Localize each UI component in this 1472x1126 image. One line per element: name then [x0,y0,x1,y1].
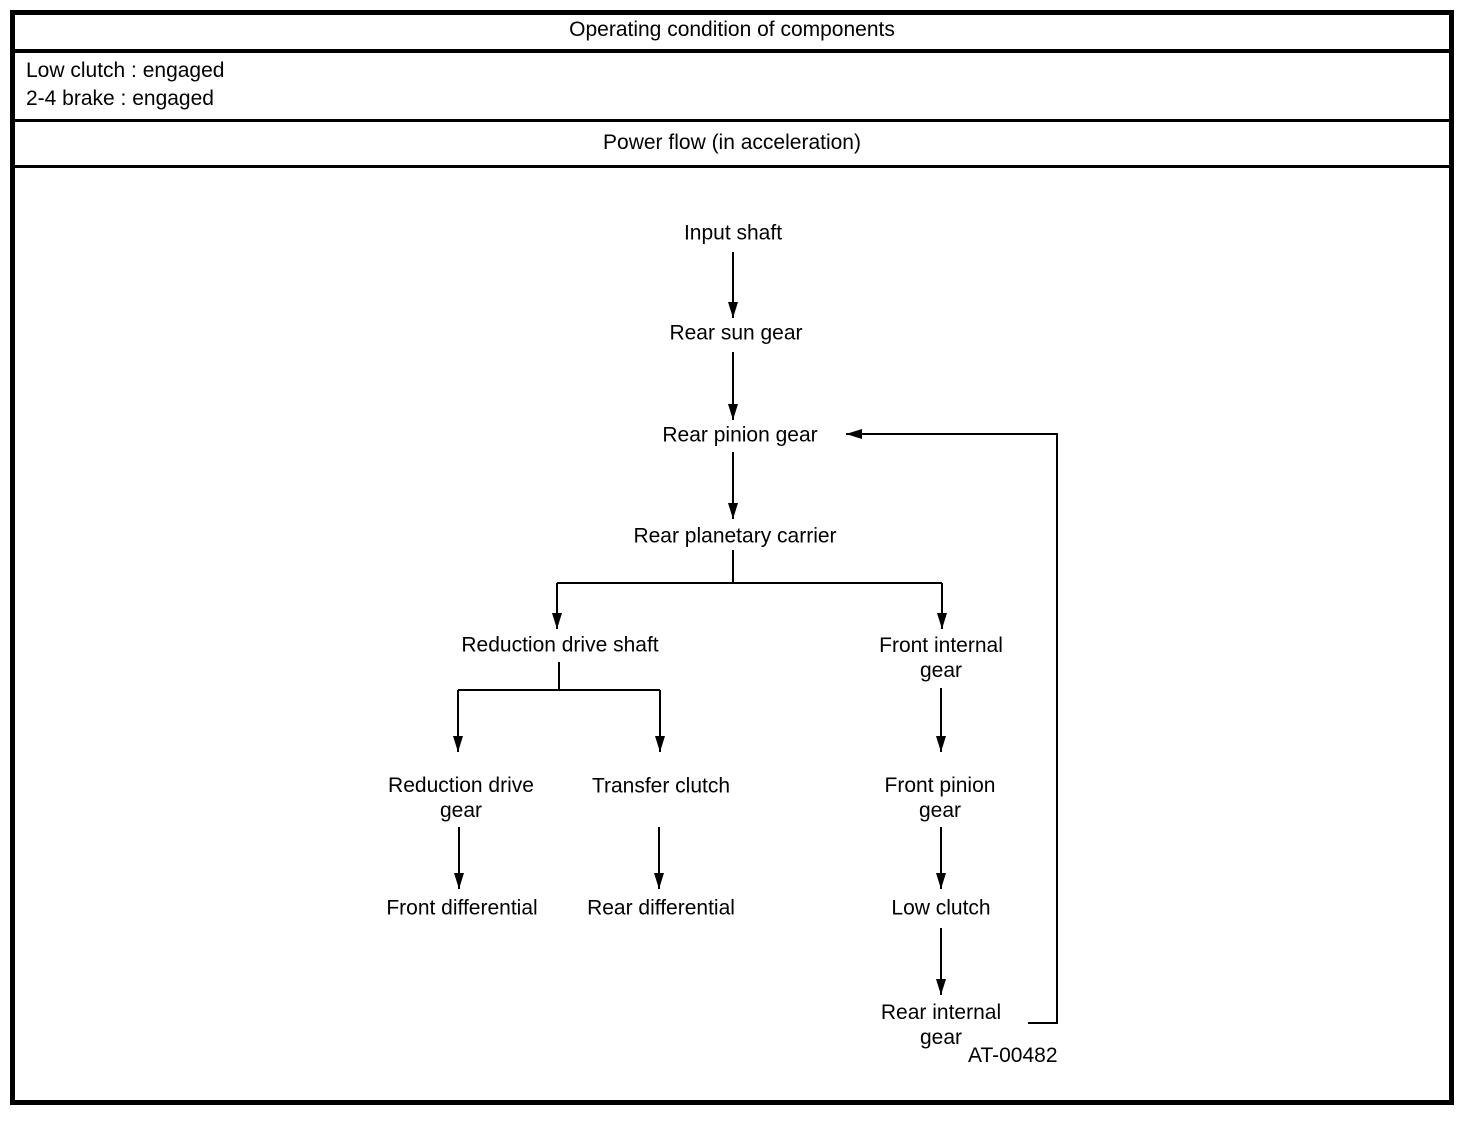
node-low-clutch: Low clutch [891,896,991,920]
node-reduction-drive-gear: Reduction drive gear [388,774,534,822]
node-input-shaft: Input shaft [683,221,783,245]
node-front-differential: Front differential [386,896,538,920]
node-rear-sun-gear: Rear sun gear [669,321,803,345]
condition-low-clutch: Low clutch : engaged [26,59,225,82]
node-front-internal-gear: Front internal gear [879,634,1003,682]
row-divider-2 [15,119,1449,122]
table-title: Operating condition of components [569,18,895,41]
node-rear-differential: Rear differential [587,896,735,920]
node-reduction-drive-shaft: Reduction drive shaft [461,633,659,657]
table-frame [10,10,1454,1105]
figure-code: AT-00482 [968,1044,1058,1067]
row-divider-1 [15,49,1449,53]
node-rear-internal-gear: Rear internal gear [880,1001,1002,1049]
node-transfer-clutch: Transfer clutch [591,774,731,798]
table-subtitle: Power flow (in acceleration) [603,131,861,154]
node-rear-pinion-gear: Rear pinion gear [662,423,818,447]
node-front-pinion-gear: Front pinion gear [884,774,996,822]
node-rear-planetary-carrier: Rear planetary carrier [633,524,837,548]
row-divider-3 [15,165,1449,168]
condition-2-4-brake: 2-4 brake : engaged [26,87,214,110]
